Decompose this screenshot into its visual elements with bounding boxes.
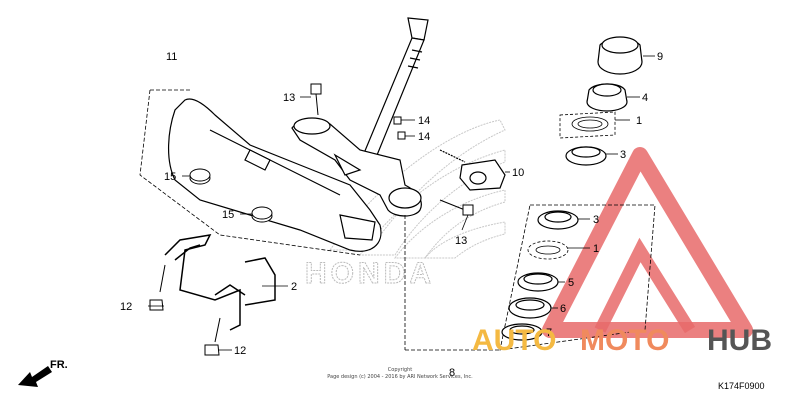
front-direction-label: FR. (50, 359, 68, 371)
callout-4: 4 (642, 92, 648, 104)
callout-5: 5 (568, 277, 574, 289)
honda-ghost-text: HONDA (305, 257, 435, 290)
callout-6: 6 (560, 303, 566, 315)
upper-ball-race (565, 146, 607, 166)
bolt-13-top (310, 83, 322, 116)
callout-10: 10 (512, 167, 524, 179)
cable-clamp (439, 149, 506, 191)
callout-12-lower: 12 (234, 345, 246, 357)
lower-steel-ball-bearing (527, 240, 569, 260)
callout-2: 2 (291, 281, 297, 293)
callout-11: 11 (166, 51, 177, 63)
automotohub-wordmark: AUTO MOTO HUB (472, 324, 772, 357)
cover-group-box (139, 89, 361, 256)
callout-3-upper: 3 (620, 149, 626, 161)
callout-15-lower: 15 (222, 209, 234, 221)
bottom-bearing-group-box (499, 204, 656, 351)
callout-15-upper: 15 (164, 171, 176, 183)
top-thread-nut (586, 83, 628, 112)
grommet-upper (189, 168, 211, 185)
upper-steel-ball-bearing (559, 111, 616, 139)
grommet-lower (251, 206, 273, 223)
brand-auto: AUTO (472, 324, 556, 357)
under-bracket (291, 117, 422, 217)
steering-head-dust-seal (597, 36, 643, 75)
lower-dust-seal (508, 297, 552, 319)
bolt-12-upper (149, 264, 166, 311)
stay-wire (164, 234, 276, 331)
lower-ball-race (517, 272, 559, 292)
callout-12-upper: 12 (120, 301, 132, 313)
callout-8: 8 (449, 367, 455, 379)
callout-1-lower: 1 (593, 243, 599, 255)
copyright-line-2: Page design (c) 2004 - 2016 by ARI Netwo… (327, 374, 473, 380)
bolt-13-lower (439, 199, 474, 216)
callout-9: 9 (657, 51, 663, 63)
callout-14-upper: 14 (418, 115, 430, 127)
headlight-cover (167, 98, 382, 252)
lower-upper-ball-race (537, 210, 579, 230)
callout-1-upper: 1 (636, 115, 642, 127)
bolt-12-lower (204, 317, 221, 356)
bolts-14 (393, 116, 406, 140)
brand-hub: HUB (707, 324, 772, 357)
leader-lines (148, 55, 655, 351)
callout-13-upper: 13 (283, 92, 295, 104)
brand-moto: MOTO (580, 324, 669, 357)
callout-14-lower: 14 (418, 131, 430, 143)
callout-13-lower: 13 (455, 235, 467, 247)
front-direction-arrow: FR. (18, 359, 68, 387)
part-code: K174F0900 (718, 381, 765, 391)
callout-7: 7 (546, 327, 552, 339)
callout-3-lower: 3 (593, 214, 599, 226)
copyright-line-1: Copyright (388, 367, 412, 373)
automotohub-triangle (542, 147, 753, 338)
